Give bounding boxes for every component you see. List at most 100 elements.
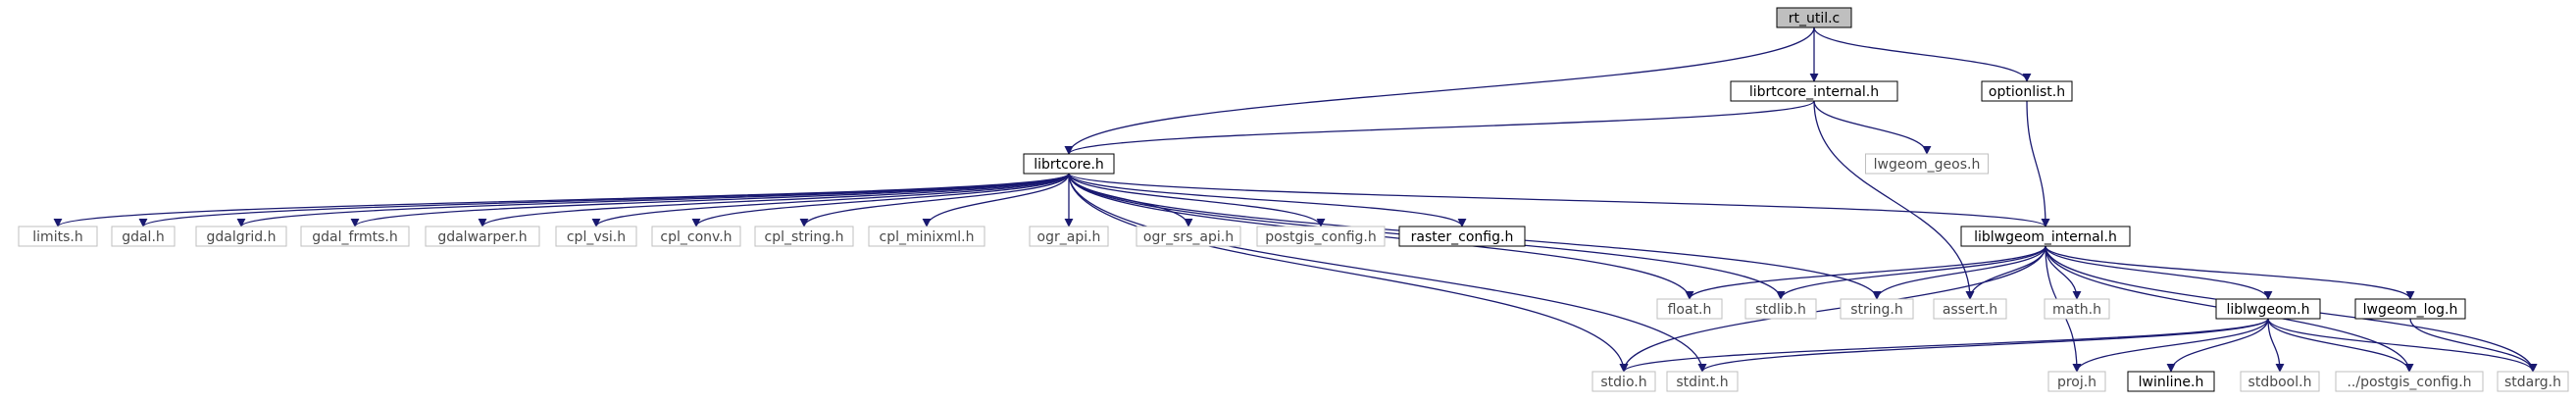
edge-optionlist-to-liblwgeom_internal <box>2026 100 2050 227</box>
edge-liblwgeom-to-stdbool <box>2267 318 2285 373</box>
node-float: float.h <box>1656 298 1723 320</box>
edge-liblwgeom-to-stdarg <box>2267 318 2538 373</box>
edge-liblwgeom-to-lwinline <box>2166 318 2269 373</box>
node-cpl-string: cpl_string.h <box>754 226 854 247</box>
node-cpl-conv: cpl_conv.h <box>651 226 741 247</box>
node-label: rt_util.c <box>1789 11 1841 26</box>
node-lwgeom-log[interactable]: lwgeom_log.h <box>2354 298 2466 320</box>
node-gdal-frmts: gdal_frmts.h <box>300 226 410 247</box>
node-box <box>1029 226 1109 247</box>
node-optionlist[interactable]: optionlist.h <box>1981 80 2073 102</box>
edge-liblwgeom_internal-to-string <box>1872 245 2046 300</box>
node-label: lwgeom_geos.h <box>1874 157 1981 173</box>
node-label: stdint.h <box>1676 375 1728 390</box>
node-box <box>1865 153 1989 175</box>
node-box <box>1256 226 1386 247</box>
node-label: limits.h <box>32 229 82 245</box>
node-stdarg: stdarg.h <box>2497 371 2569 392</box>
node-math: math.h <box>2044 298 2110 320</box>
node-stdio: stdio.h <box>1591 371 1656 392</box>
node-label: gdalgrid.h <box>207 229 277 245</box>
node-box <box>1398 226 1526 247</box>
edge-rt_util-to-librtcore <box>1064 26 1815 155</box>
edge-liblwgeom-to-dotdot_postgis_config <box>2267 318 2414 373</box>
edge-librtcore_internal-to-lwgeom_geos <box>1813 100 1932 155</box>
node-box <box>1776 7 1852 28</box>
node-box <box>1840 298 1914 320</box>
node-librtcore-internal[interactable]: librtcore_internal.h <box>1730 80 1898 102</box>
node-label: cpl_vsi.h <box>567 229 626 245</box>
edge-librtcore-to-gdalwarper <box>478 173 1070 227</box>
node-limits: limits.h <box>18 226 98 247</box>
edge-librtcore-to-cpl_minixml <box>922 173 1070 227</box>
node-label: stdbool.h <box>2248 375 2312 390</box>
node-label: proj.h <box>2057 375 2096 390</box>
node-label: raster_config.h <box>1411 229 1514 245</box>
node-box <box>2335 371 2484 392</box>
node-label: stdlib.h <box>1755 302 1806 318</box>
edge-liblwgeom_internal-to-liblwgeom <box>2045 245 2273 300</box>
node-label: librtcore.h <box>1034 157 1104 173</box>
edge-liblwgeom_internal-to-stdlib <box>1776 245 2046 300</box>
edge-librtcore-to-stdio <box>1068 173 1629 373</box>
edge-librtcore-to-cpl_string <box>799 173 1070 227</box>
node-box <box>18 226 98 247</box>
node-label: ogr_srs_api.h <box>1143 229 1234 245</box>
node-box <box>1023 153 1115 175</box>
node-librtcore[interactable]: librtcore.h <box>1023 153 1115 175</box>
edge-librtcore-to-gdalgrid <box>236 173 1070 227</box>
node-label: stdarg.h <box>2504 375 2561 390</box>
node-gdal: gdal.h <box>111 226 176 247</box>
node-label: lwinline.h <box>2139 375 2204 390</box>
edge-librtcore-to-cpl_vsi <box>591 173 1070 227</box>
node-box <box>1591 371 1656 392</box>
edge-librtcore-to-liblwgeom_internal <box>1068 173 2050 227</box>
node-dotdot-postgis-config: ../postgis_config.h <box>2335 371 2484 392</box>
node-box <box>2240 371 2320 392</box>
node-box <box>1960 226 2131 247</box>
node-box <box>1666 371 1739 392</box>
node-raster-config[interactable]: raster_config.h <box>1398 226 1526 247</box>
edge-librtcore-to-gdal_frmts <box>350 173 1070 227</box>
dependency-edges <box>53 26 2538 373</box>
node-ogr-api: ogr_api.h <box>1029 226 1109 247</box>
edge-librtcore-to-gdal <box>138 173 1070 227</box>
node-box <box>2497 371 2569 392</box>
node-lwinline[interactable]: lwinline.h <box>2127 371 2215 392</box>
node-box <box>1981 80 2073 102</box>
node-box <box>300 226 410 247</box>
node-liblwgeom-internal[interactable]: liblwgeom_internal.h <box>1960 226 2131 247</box>
edge-librtcore_internal-to-librtcore <box>1064 100 1815 155</box>
node-label: gdal_frmts.h <box>312 229 397 245</box>
node-assert: assert.h <box>1933 298 2007 320</box>
node-ogr-srs-api: ogr_srs_api.h <box>1136 226 1241 247</box>
node-box <box>651 226 741 247</box>
node-box <box>754 226 854 247</box>
node-liblwgeom[interactable]: liblwgeom.h <box>2215 298 2321 320</box>
node-gdalwarper: gdalwarper.h <box>425 226 540 247</box>
edge-liblwgeom_internal-to-lwgeom_log <box>2045 245 2415 300</box>
edge-liblwgeom-to-proj <box>2072 318 2269 373</box>
node-stdbool: stdbool.h <box>2240 371 2320 392</box>
edge-librtcore-to-stdint <box>1068 173 1707 373</box>
node-cpl-vsi: cpl_vsi.h <box>555 226 637 247</box>
node-label: lwgeom_log.h <box>2363 302 2458 318</box>
node-label: ogr_api.h <box>1037 229 1101 245</box>
node-box <box>2047 371 2106 392</box>
node-cpl-minixml: cpl_minixml.h <box>868 226 985 247</box>
node-label: cpl_minixml.h <box>880 229 975 245</box>
edge-liblwgeom-to-stdio <box>1619 318 2269 373</box>
node-box <box>1656 298 1723 320</box>
node-box <box>111 226 176 247</box>
node-label: gdalwarper.h <box>437 229 527 245</box>
node-box <box>1730 80 1898 102</box>
node-label: cpl_string.h <box>765 229 844 245</box>
node-box <box>1744 298 1817 320</box>
node-label: ../postgis_config.h <box>2347 375 2471 390</box>
node-postgis-config: postgis_config.h <box>1256 226 1386 247</box>
node-box <box>868 226 985 247</box>
node-label: float.h <box>1668 302 1712 318</box>
node-box <box>2127 371 2215 392</box>
edge-lwgeom_log-to-stdarg <box>2409 318 2538 373</box>
